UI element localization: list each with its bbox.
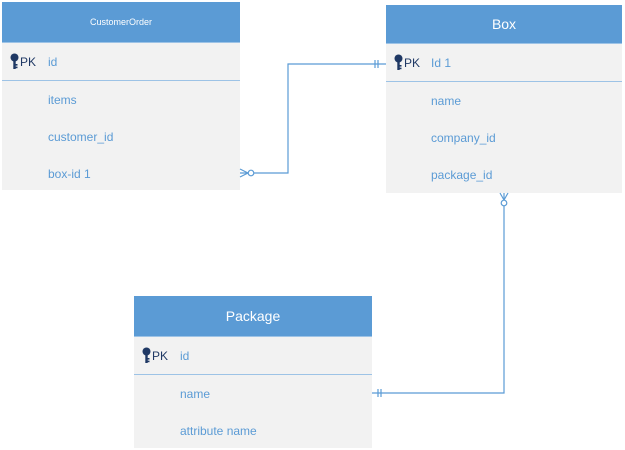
entity-package[interactable]: Package PK id name attribute name <box>134 296 372 448</box>
field-name: id <box>48 54 58 69</box>
field-row[interactable]: name <box>386 82 622 119</box>
field-row[interactable]: customer_id <box>2 118 240 155</box>
key-icon <box>10 53 19 69</box>
field-name: attribute name <box>180 423 257 438</box>
relationship-box-package[interactable] <box>372 192 509 397</box>
primary-key-marker: PK <box>142 347 168 365</box>
field-name: company_id <box>431 130 496 145</box>
field-row[interactable]: attribute name <box>134 412 372 449</box>
entity-box[interactable]: Box PK Id 1 name company_id package_id <box>386 5 622 193</box>
field-row[interactable]: items <box>2 81 240 118</box>
pk-label: PK <box>404 55 421 70</box>
relationship-order-box[interactable] <box>239 60 386 178</box>
primary-key-marker: PK <box>394 54 420 72</box>
field-name: name <box>180 386 211 401</box>
field-row[interactable]: PK Id 1 <box>386 44 622 82</box>
key-icon <box>394 54 403 70</box>
field-row[interactable]: name <box>134 375 372 412</box>
field-name: customer_id <box>48 129 114 144</box>
key-icon <box>142 347 151 363</box>
primary-key-marker: PK <box>10 53 36 71</box>
entity-header[interactable]: CustomerOrder <box>2 2 240 43</box>
entity-header[interactable]: Box <box>386 5 622 44</box>
field-name: package_id <box>431 167 493 182</box>
field-name: id <box>180 348 190 363</box>
entity-customer-order[interactable]: CustomerOrder PK id items customer_id bo… <box>2 2 240 190</box>
field-row[interactable]: box-id 1 <box>2 155 240 192</box>
field-name: Id 1 <box>431 55 452 70</box>
field-row[interactable]: PK id <box>134 337 372 375</box>
entity-title: CustomerOrder <box>89 17 152 27</box>
field-name: name <box>431 93 462 108</box>
field-row[interactable]: package_id <box>386 156 622 193</box>
field-name: items <box>48 92 77 107</box>
pk-label: PK <box>20 54 37 69</box>
pk-label: PK <box>152 348 169 363</box>
field-row[interactable]: PK id <box>2 43 240 81</box>
field-row[interactable]: company_id <box>386 119 622 156</box>
entity-title: Box <box>491 16 517 32</box>
field-name: box-id 1 <box>48 166 91 181</box>
entity-title: Package <box>225 308 281 324</box>
entity-header[interactable]: Package <box>134 296 372 337</box>
